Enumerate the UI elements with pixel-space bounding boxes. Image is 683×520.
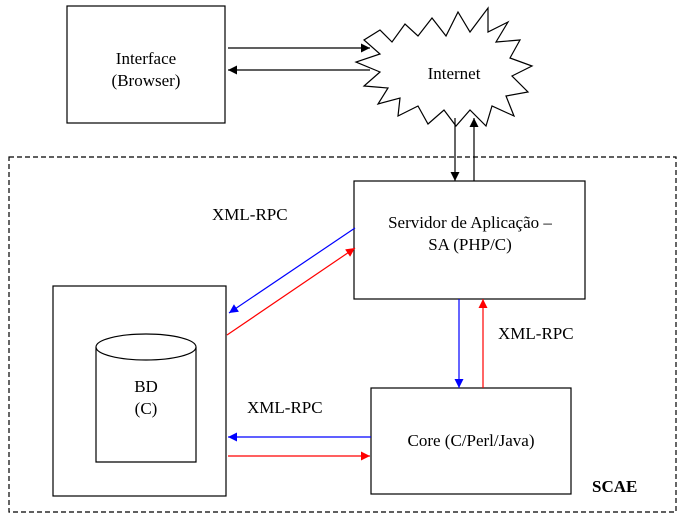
scae-label: SCAE — [592, 477, 637, 496]
internet-cloud: Internet — [354, 6, 534, 128]
db-to-server-arrow — [226, 247, 356, 336]
db-label-line2: (C) — [135, 399, 158, 418]
db-label-line1: BD — [134, 377, 158, 396]
internet-label: Internet — [428, 64, 481, 83]
interface-label-line2: (Browser) — [112, 71, 181, 90]
xml-rpc-label-core-db: XML-RPC — [247, 398, 323, 417]
core-box: Core (C/Perl/Java) — [370, 387, 572, 495]
server-to-db-arrow — [228, 227, 356, 314]
server-label-line1: Servidor de Aplicação – — [388, 213, 552, 232]
xml-rpc-label-server-db: XML-RPC — [212, 205, 288, 224]
xml-rpc-label-server-core: XML-RPC — [498, 324, 574, 343]
interface-box: Interface (Browser) — [66, 5, 226, 124]
interface-label-line1: Interface — [116, 49, 176, 68]
core-label: Core (C/Perl/Java) — [408, 431, 535, 450]
database-cylinder-icon — [95, 333, 197, 463]
scae-boundary — [8, 156, 677, 513]
server-label-line2: SA (PHP/C) — [428, 235, 512, 254]
server-box: Servidor de Aplicação – SA (PHP/C) — [353, 180, 586, 300]
db-box: BD (C) — [52, 285, 227, 497]
